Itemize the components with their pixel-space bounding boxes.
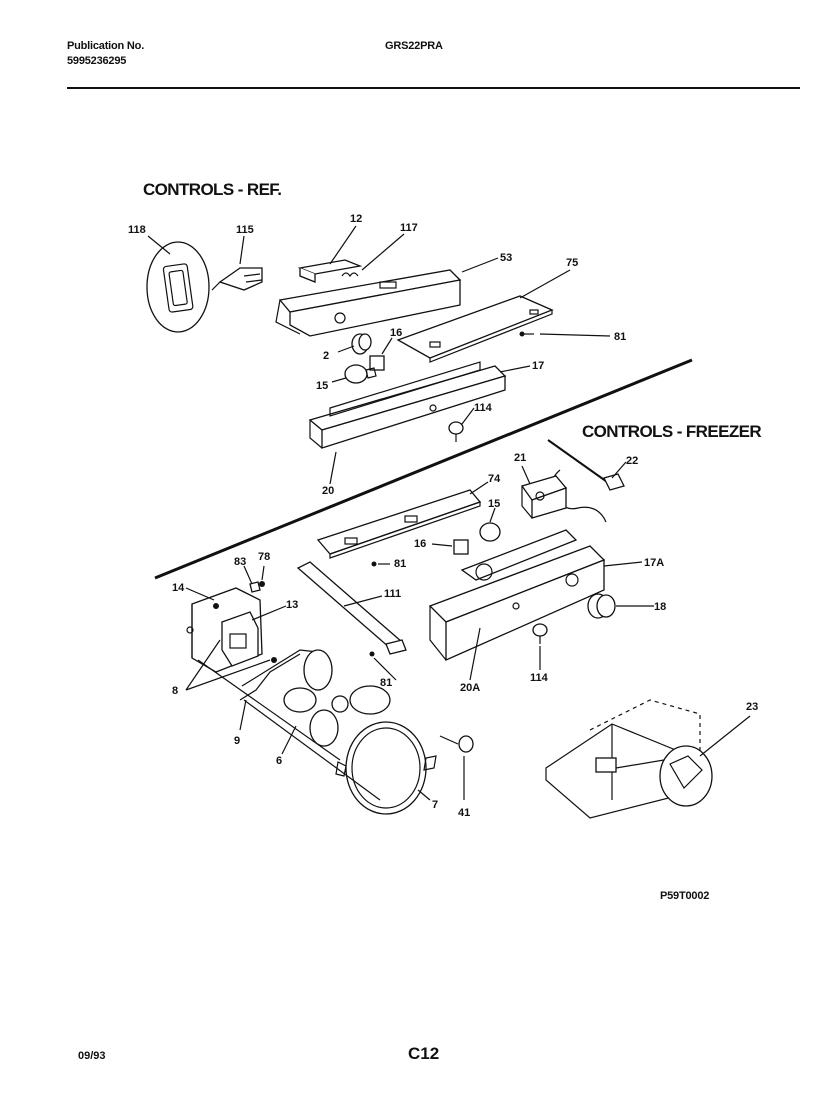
callout-78: 78 (258, 551, 270, 563)
leader-lines-ref (147, 225, 611, 485)
callout-81: 81 (394, 558, 406, 570)
part-53-housing (275, 269, 462, 337)
part-6-fan-blade (283, 649, 391, 747)
part-21-thermostat (520, 475, 568, 519)
part-12-bracket (297, 259, 363, 283)
callout-14: 14 (172, 582, 185, 594)
callout-22: 22 (626, 455, 638, 467)
part-7-fan-shroud (335, 721, 437, 815)
part-13-motor (221, 611, 259, 667)
callout-74: 74 (488, 473, 501, 485)
callout-41: 41 (458, 807, 470, 819)
callout-16: 16 (414, 538, 426, 550)
callout-17: 17 (532, 360, 544, 372)
publication-number: 5995236295 (67, 55, 127, 67)
part-16-socket (369, 355, 385, 371)
part-18-knob (587, 593, 616, 619)
callout-118: 118 (128, 224, 146, 236)
callout-2: 2 (323, 350, 329, 362)
part-111-rod (296, 561, 407, 655)
callout-21: 21 (514, 452, 526, 464)
part-117-spring (341, 272, 359, 278)
callout-20a: 20A (460, 682, 480, 694)
part-118-lens (146, 241, 210, 333)
part-15-bulb-freezer (479, 522, 501, 542)
callout-9: 9 (234, 735, 240, 747)
callout-16: 16 (390, 327, 402, 339)
model-number: GRS22PRA (385, 40, 443, 52)
part-81-screw-ref (519, 331, 534, 337)
page-number: C12 (408, 1044, 440, 1063)
part-74-cover (316, 489, 482, 559)
callout-114: 114 (530, 672, 549, 684)
part-16-socket-freezer (453, 539, 469, 555)
part-83-78-fasteners (249, 581, 265, 593)
callout-20: 20 (322, 485, 334, 497)
callout-81-lower: 81 (380, 677, 392, 689)
callout-114: 114 (474, 402, 493, 414)
part-17-housing (308, 361, 507, 449)
callouts-freezer: 21 22 74 15 16 81 17A 18 114 20A 111 81 … (172, 452, 758, 819)
callouts-ref: 118 115 12 117 53 75 81 16 2 15 17 114 2… (128, 213, 626, 497)
section-title-ref: CONTROLS - REF. (143, 180, 282, 199)
part-15-bulb-ref (344, 364, 377, 384)
callout-117: 117 (400, 222, 418, 234)
callout-15: 15 (488, 498, 500, 510)
callout-23: 23 (746, 701, 758, 713)
part-115-clip (211, 267, 263, 291)
callout-18: 18 (654, 601, 666, 613)
part-41-screw (439, 735, 474, 753)
part-81-screw-freezer (369, 561, 377, 657)
part-75-cover (396, 295, 554, 363)
drawing-code: P59T0002 (660, 890, 710, 902)
callout-13: 13 (286, 599, 298, 611)
part-23-cabinet-detail (545, 699, 713, 819)
callout-12: 12 (350, 213, 362, 225)
part-114-fastener-ref (448, 421, 464, 442)
publication-label: Publication No. (67, 40, 145, 52)
callout-7: 7 (432, 799, 438, 811)
divider-line (154, 358, 693, 580)
callout-111: 111 (384, 588, 401, 600)
callout-6: 6 (276, 755, 282, 767)
part-17a-housing (428, 529, 606, 661)
header-rule (67, 87, 800, 89)
callout-17a: 17A (644, 557, 664, 569)
callout-8: 8 (172, 685, 178, 697)
callout-15: 15 (316, 380, 328, 392)
callout-75: 75 (566, 257, 578, 269)
leader-lines-freezer (185, 461, 751, 801)
part-2-knob (351, 333, 372, 355)
part-114-fastener-freezer (532, 623, 548, 644)
callout-81: 81 (614, 331, 626, 343)
section-title-freezer: CONTROLS - FREEZER (582, 422, 762, 441)
callout-53: 53 (500, 252, 512, 264)
footer-date: 09/93 (78, 1050, 106, 1062)
callout-115: 115 (236, 224, 254, 236)
callout-83: 83 (234, 556, 246, 568)
